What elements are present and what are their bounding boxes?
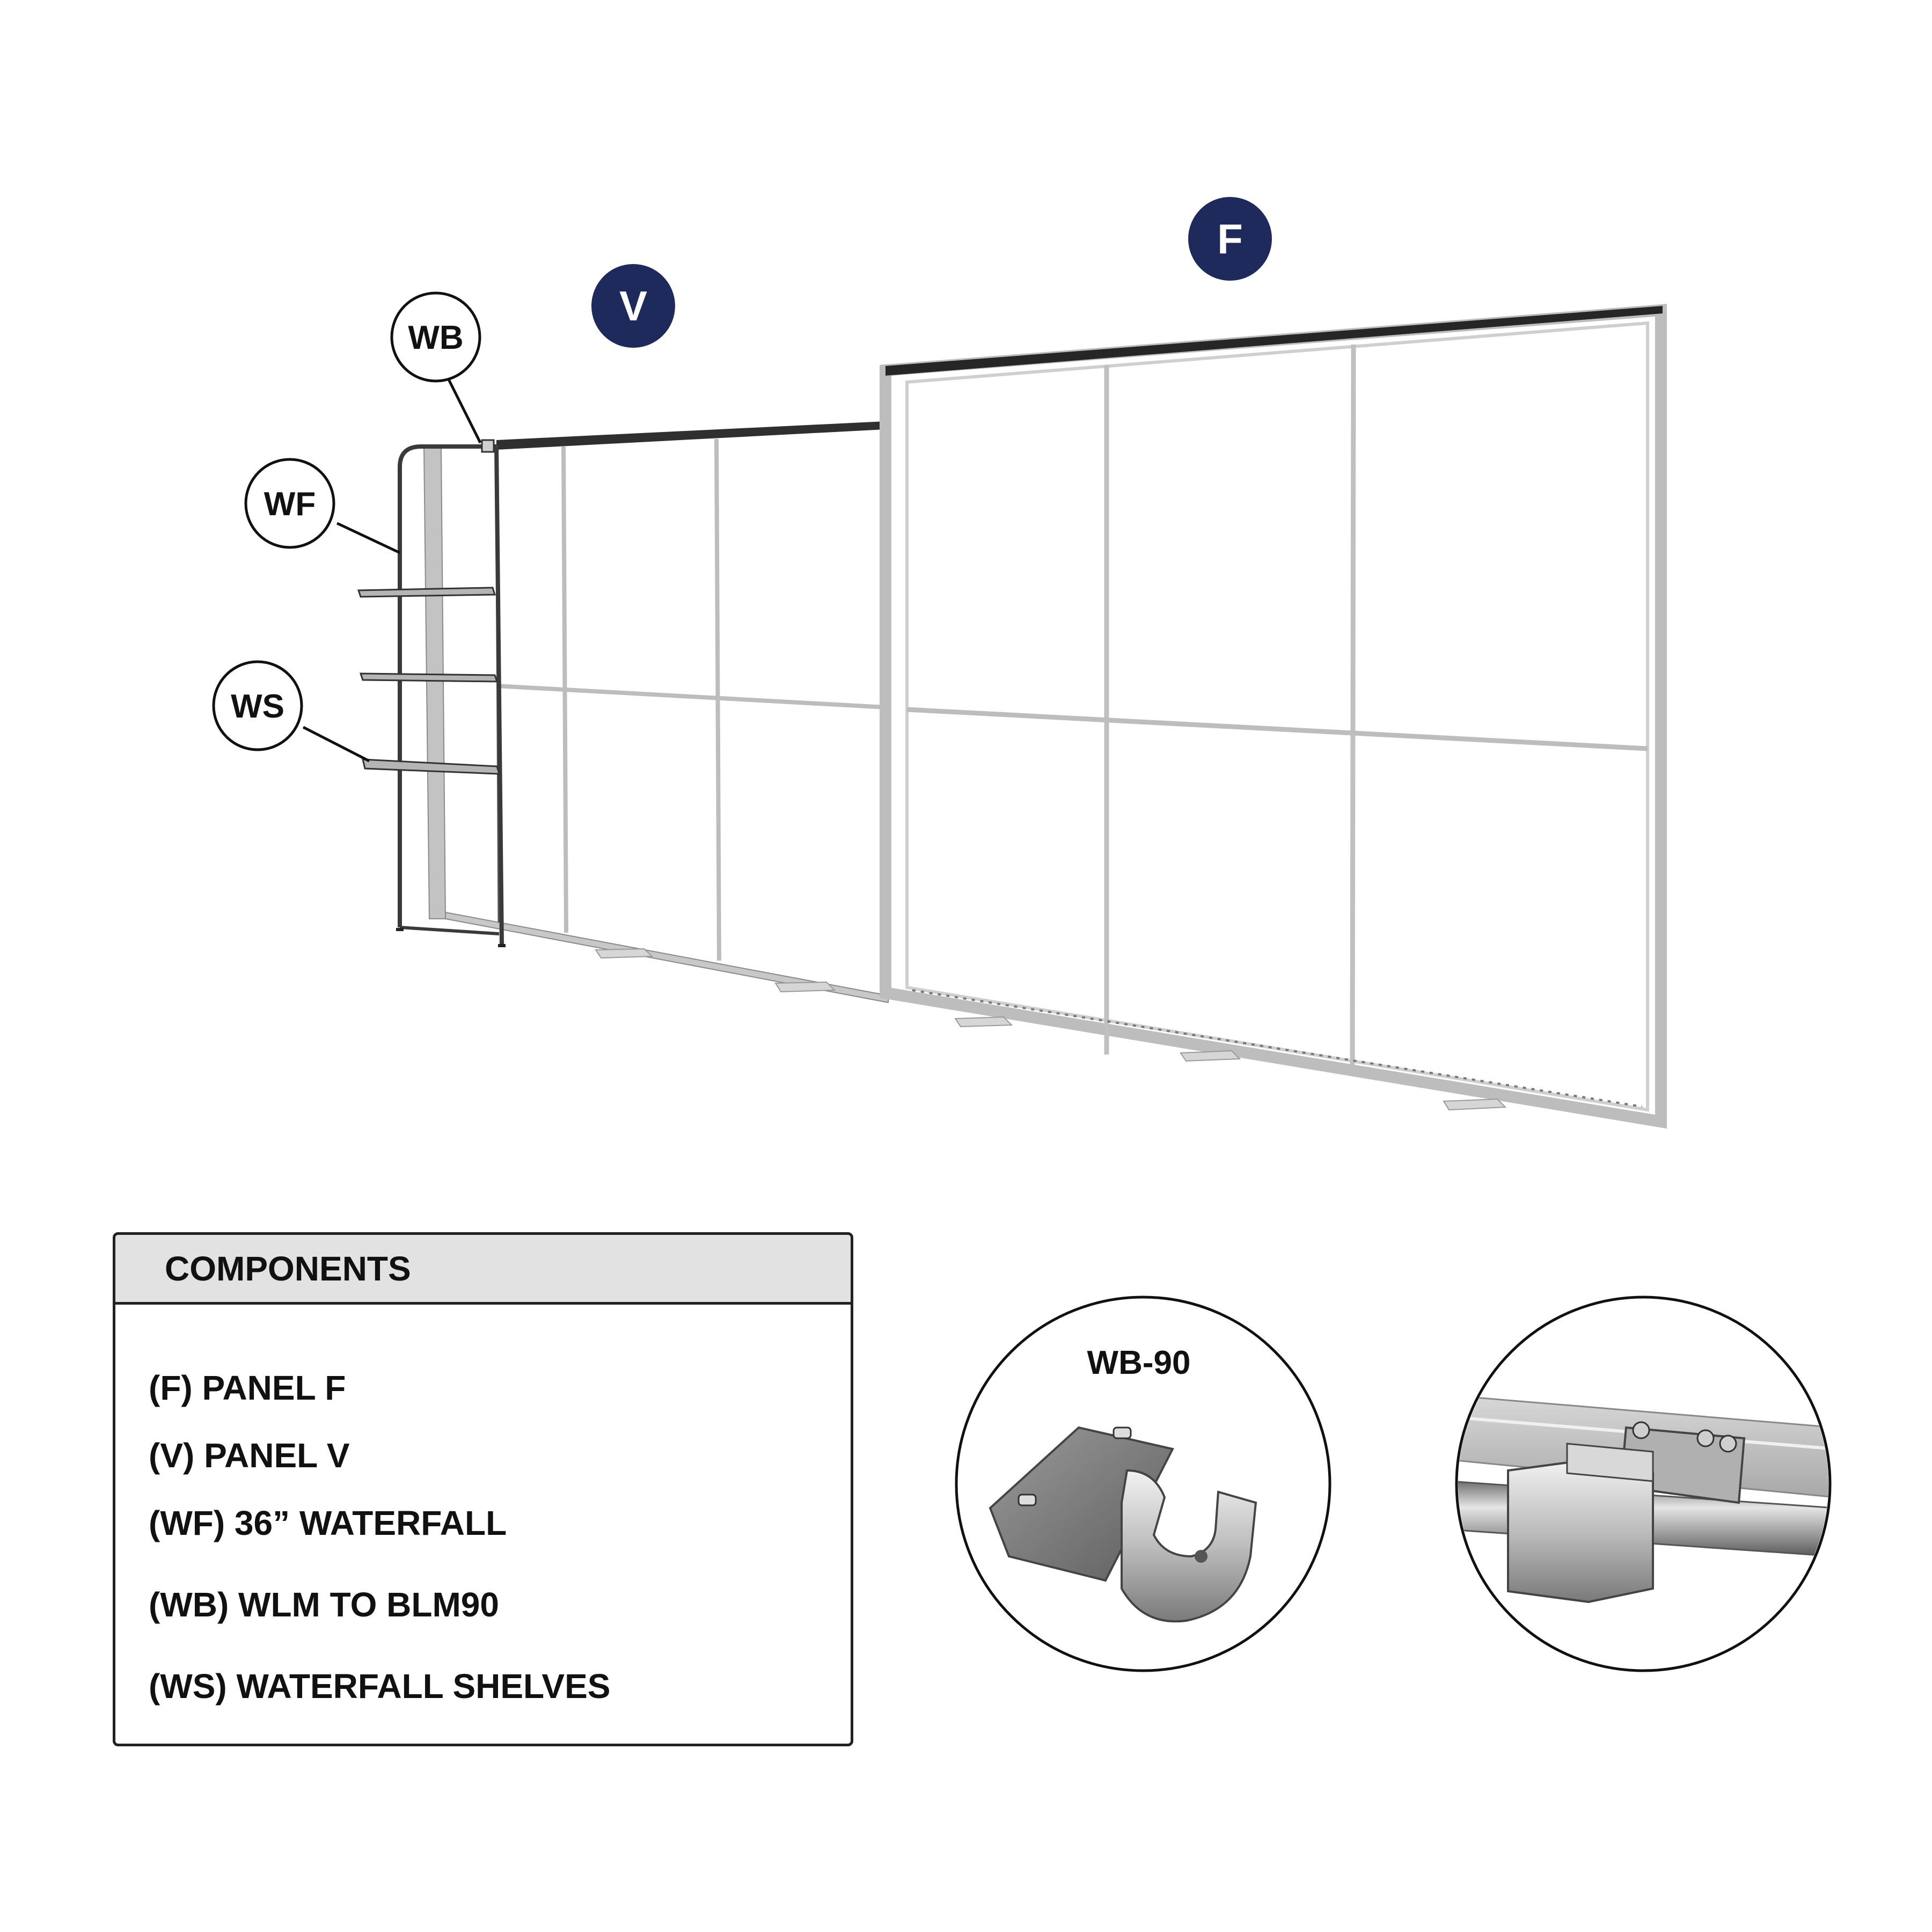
shelf-2 [359, 672, 499, 683]
components-title: COMPONENTS [115, 1235, 851, 1305]
detail-wb90-label: WB-90 [1087, 1344, 1191, 1381]
wb-connector [481, 439, 495, 453]
callout-f: F [1188, 197, 1272, 281]
c-clamp [1121, 1469, 1257, 1623]
component-name: (WB) WLM TO BLM90 [149, 1585, 499, 1624]
callout-wb-label: WB [408, 319, 463, 356]
component-name: (V) PANEL V [149, 1436, 350, 1475]
detail-mounted [1455, 1296, 1832, 1672]
callout-wf: WF [244, 458, 335, 549]
panel-f-frame [880, 304, 1667, 1129]
callout-leaders [302, 377, 482, 763]
callout-v: V [591, 264, 675, 348]
shelf-1 [357, 587, 496, 598]
shelf-3 [362, 758, 501, 775]
callout-ws: WS [212, 660, 303, 751]
components-table: COMPONENTS (F) PANEL F 1X (V) PANEL V 1X… [113, 1232, 853, 1746]
component-name: (F) PANEL F [149, 1368, 346, 1407]
callout-v-label: V [619, 282, 647, 330]
callout-wb: WB [390, 291, 481, 383]
component-name: (WS) WATERFALL SHELVES [149, 1667, 611, 1706]
waterfall-unit [357, 439, 506, 947]
callout-f-label: F [1217, 215, 1243, 262]
component-name: (WF) 36” WATERFALL [149, 1504, 507, 1542]
callout-wf-label: WF [264, 486, 316, 523]
panel-v-frame [423, 421, 889, 1004]
detail-wb90: WB-90 [955, 1296, 1331, 1672]
callout-ws-label: WS [231, 688, 284, 725]
mounted-clamp [1507, 1458, 1654, 1604]
